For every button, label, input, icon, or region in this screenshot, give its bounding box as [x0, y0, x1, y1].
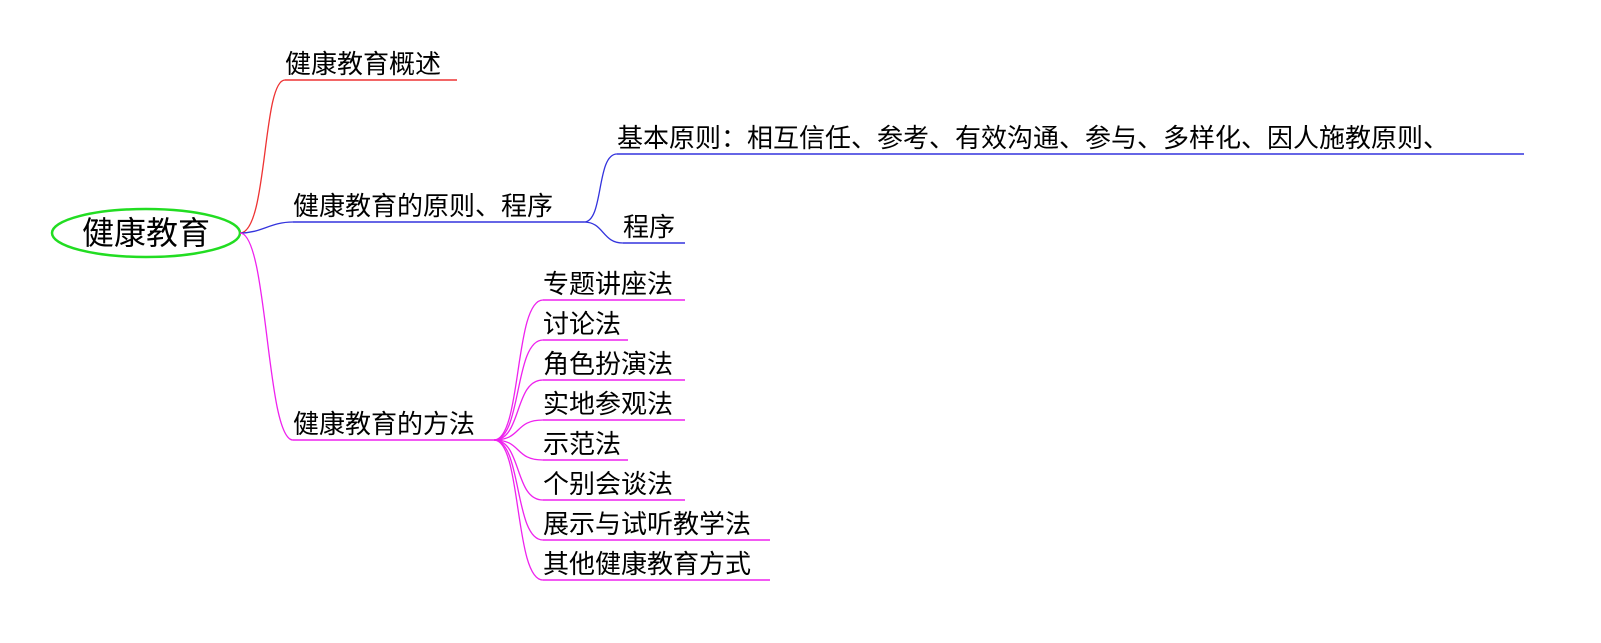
methods-child-lecture[interactable]: 专题讲座法 [493, 270, 685, 441]
root-node[interactable]: 健康教育 [50, 207, 242, 259]
methods-child-label: 个别会谈法 [543, 470, 673, 500]
principles-child-basic-connector [583, 153, 618, 223]
methods-child-label: 讨论法 [543, 310, 621, 340]
branch-principles-connector [239, 221, 294, 234]
branch-methods-label: 健康教育的方法 [293, 410, 475, 440]
methods-child-connector [493, 439, 544, 501]
methods-child-label: 实地参观法 [543, 390, 673, 420]
methods-child-label: 其他健康教育方式 [543, 550, 751, 580]
methods-child-label: 展示与试听教学法 [543, 510, 751, 540]
methods-child-roleplay[interactable]: 角色扮演法 [493, 350, 685, 441]
methods-child-connector [493, 339, 544, 441]
root-node-label: 健康教育 [82, 214, 210, 252]
methods-child-connector [493, 379, 544, 441]
methods-child-connector [493, 439, 544, 581]
principles-child-basic[interactable]: 基本原则：相互信任、参考、有效沟通、参与、多样化、因人施教原则、 [583, 124, 1524, 223]
branch-methods-connector [239, 232, 294, 441]
methods-child-interview[interactable]: 个别会谈法 [493, 439, 685, 501]
methods-child-connector [493, 299, 544, 441]
methods-child-connector [493, 439, 544, 541]
branch-overview-connector [239, 79, 286, 234]
branch-overview-label: 健康教育概述 [285, 50, 441, 80]
branch-methods[interactable]: 健康教育的方法 专题讲座法 讨论法 角色扮演法 实地参观法 示范法 [239, 232, 770, 581]
methods-child-label: 角色扮演法 [543, 350, 673, 380]
methods-child-exhibition[interactable]: 展示与试听教学法 [493, 439, 770, 541]
principles-child-procedure-label: 程序 [623, 213, 675, 243]
methods-child-label: 示范法 [543, 430, 621, 460]
methods-child-connector [493, 419, 544, 441]
methods-child-demonstration[interactable]: 示范法 [493, 430, 628, 461]
methods-child-connector [493, 439, 544, 461]
branch-principles-label: 健康教育的原则、程序 [293, 192, 553, 222]
principles-child-procedure[interactable]: 程序 [583, 213, 685, 244]
principles-child-procedure-connector [583, 221, 624, 244]
branch-overview[interactable]: 健康教育概述 [239, 50, 457, 234]
methods-child-discussion[interactable]: 讨论法 [493, 310, 628, 441]
methods-child-fieldvisit[interactable]: 实地参观法 [493, 390, 685, 441]
methods-child-label: 专题讲座法 [543, 270, 673, 300]
methods-child-other[interactable]: 其他健康教育方式 [493, 439, 770, 581]
branch-principles[interactable]: 健康教育的原则、程序 基本原则：相互信任、参考、有效沟通、参与、多样化、因人施教… [239, 124, 1524, 244]
principles-child-basic-label: 基本原则：相互信任、参考、有效沟通、参与、多样化、因人施教原则、 [617, 124, 1449, 154]
